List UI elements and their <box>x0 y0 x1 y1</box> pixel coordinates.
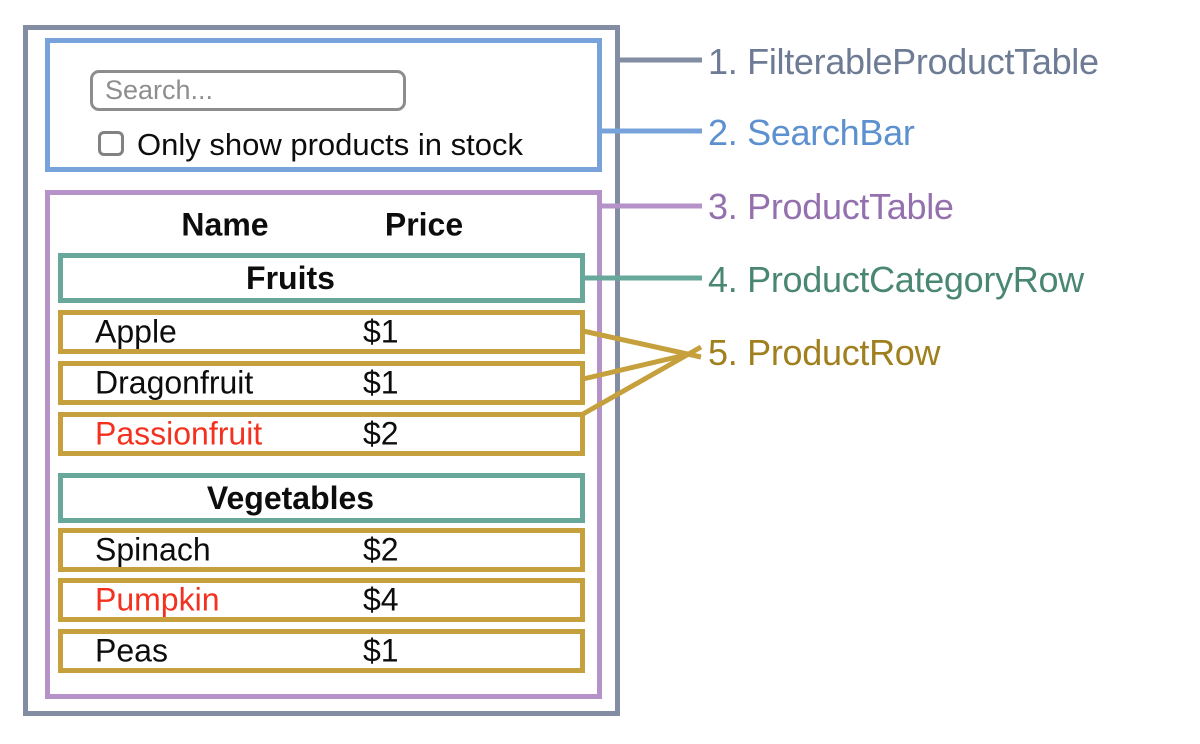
product-name: Dragonfruit <box>95 364 254 401</box>
product-row-peas: Peas $1 <box>58 629 585 673</box>
product-price: $2 <box>363 531 399 568</box>
search-bar-outline <box>45 38 602 172</box>
category-label: Fruits <box>246 259 335 296</box>
legend-item-product-row: 5. ProductRow <box>708 332 941 373</box>
product-category-row-fruits: Fruits <box>58 253 585 303</box>
product-row-dragonfruit: Dragonfruit $1 <box>58 361 585 405</box>
product-row-spinach: Spinach $2 <box>58 528 585 572</box>
product-name: Spinach <box>95 531 211 568</box>
product-price: $2 <box>363 415 399 452</box>
product-name-out-of-stock: Passionfruit <box>95 415 263 452</box>
column-header-name: Name <box>181 206 269 243</box>
legend-item-filterable-product-table: 1. FilterableProductTable <box>708 41 1099 82</box>
product-row-passionfruit: Passionfruit $2 <box>58 412 585 456</box>
product-table-outline <box>45 190 602 699</box>
legend-item-product-table: 3. ProductTable <box>708 186 954 227</box>
product-name: Apple <box>95 313 177 350</box>
legend-item-search-bar: 2. SearchBar <box>708 112 915 153</box>
product-category-row-vegetables: Vegetables <box>58 473 585 523</box>
product-name-out-of-stock: Pumpkin <box>95 581 220 618</box>
product-price: $4 <box>363 581 399 618</box>
product-row-pumpkin: Pumpkin $4 <box>58 578 585 622</box>
product-row-apple: Apple $1 <box>58 310 585 354</box>
product-name: Peas <box>95 632 168 669</box>
category-label: Vegetables <box>206 479 375 516</box>
product-price: $1 <box>363 632 399 669</box>
legend-item-product-category-row: 4. ProductCategoryRow <box>708 259 1084 300</box>
column-header-price: Price <box>384 206 464 243</box>
product-price: $1 <box>363 364 399 401</box>
search-input[interactable] <box>90 70 406 111</box>
in-stock-checkbox[interactable] <box>98 131 124 156</box>
in-stock-checkbox-label: Only show products in stock <box>137 127 523 162</box>
product-price: $1 <box>363 313 399 350</box>
